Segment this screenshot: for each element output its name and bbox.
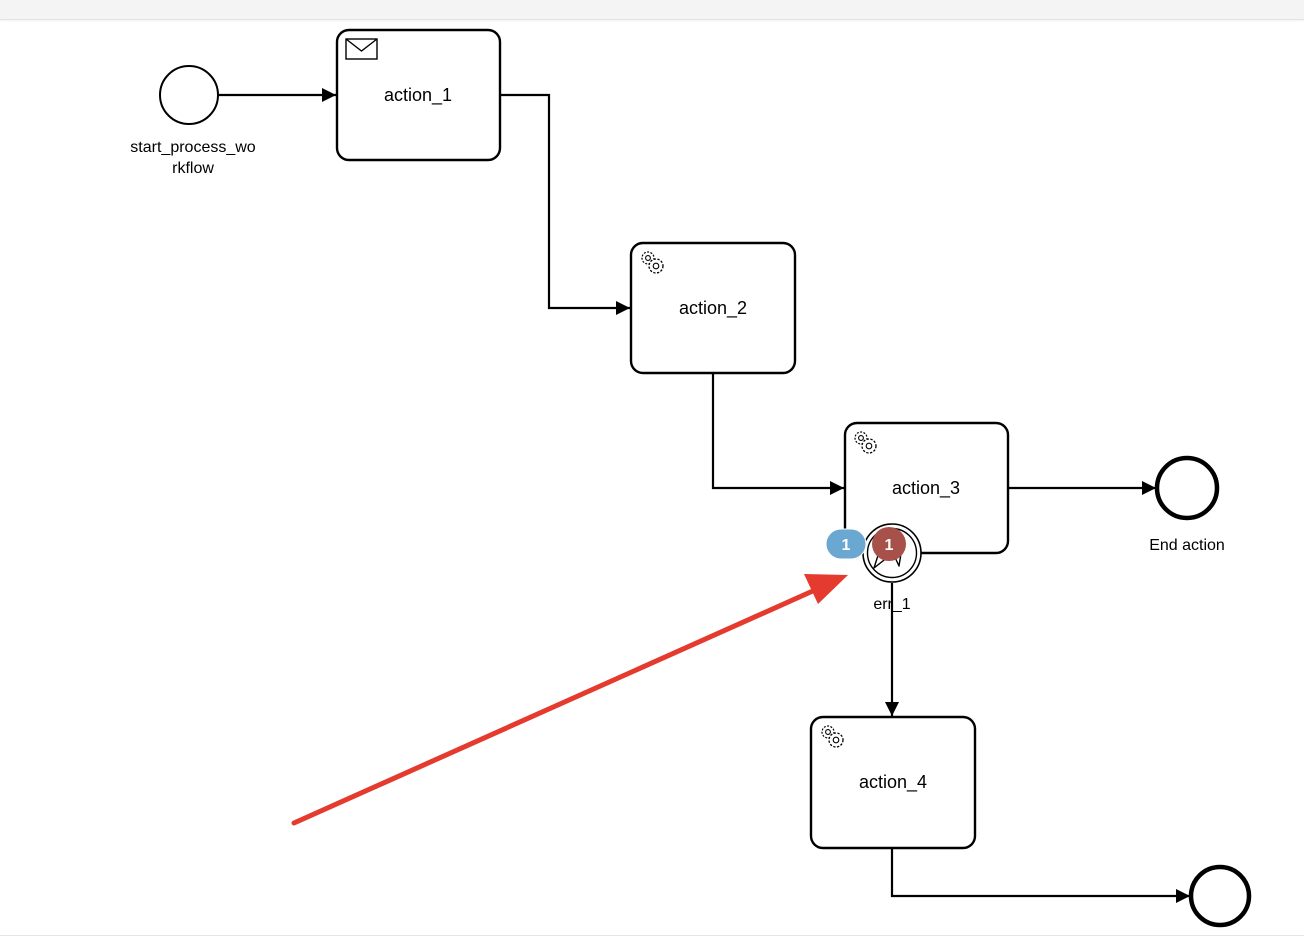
start-event[interactable] bbox=[159, 65, 219, 125]
end-event-label: End action bbox=[1149, 537, 1225, 554]
annotation-arrow bbox=[291, 574, 848, 826]
task-action-3[interactable]: action_3 bbox=[843, 421, 1010, 555]
flow-action-1-to-action-2[interactable] bbox=[500, 93, 630, 315]
task-action-2[interactable]: action_2 bbox=[629, 241, 797, 375]
task-action-4[interactable]: action_4 bbox=[809, 715, 977, 850]
start-event-label-line-2: rkflow bbox=[172, 160, 214, 177]
task-action-1[interactable]: action_1 bbox=[335, 28, 502, 162]
task-action-2-label: action_2 bbox=[679, 298, 747, 319]
flow-action-2-to-action-3[interactable] bbox=[711, 374, 844, 495]
task-action-4-label: action_4 bbox=[859, 772, 927, 793]
top-toolbar-strip bbox=[0, 0, 1304, 20]
end-event[interactable] bbox=[1154, 455, 1220, 521]
end-event-bottom[interactable] bbox=[1188, 864, 1252, 928]
flow-action-4-to-end[interactable] bbox=[890, 848, 1190, 903]
error-count-badge-value: 1 bbox=[885, 537, 894, 554]
gear-icon bbox=[821, 725, 844, 748]
gear-icon bbox=[854, 431, 877, 454]
task-count-badge-value: 1 bbox=[842, 537, 851, 554]
task-action-1-label: action_1 bbox=[384, 85, 452, 106]
boundary-error-event-label: err_1 bbox=[873, 596, 910, 613]
error-count-badge[interactable]: 1 bbox=[872, 527, 906, 561]
envelope-icon bbox=[345, 38, 378, 60]
bottom-divider bbox=[0, 935, 1304, 936]
task-action-3-label: action_3 bbox=[892, 478, 960, 499]
gear-icon bbox=[641, 251, 664, 274]
task-count-badge[interactable]: 1 bbox=[825, 528, 867, 560]
start-event-label-line-1: start_process_wo bbox=[130, 139, 255, 156]
